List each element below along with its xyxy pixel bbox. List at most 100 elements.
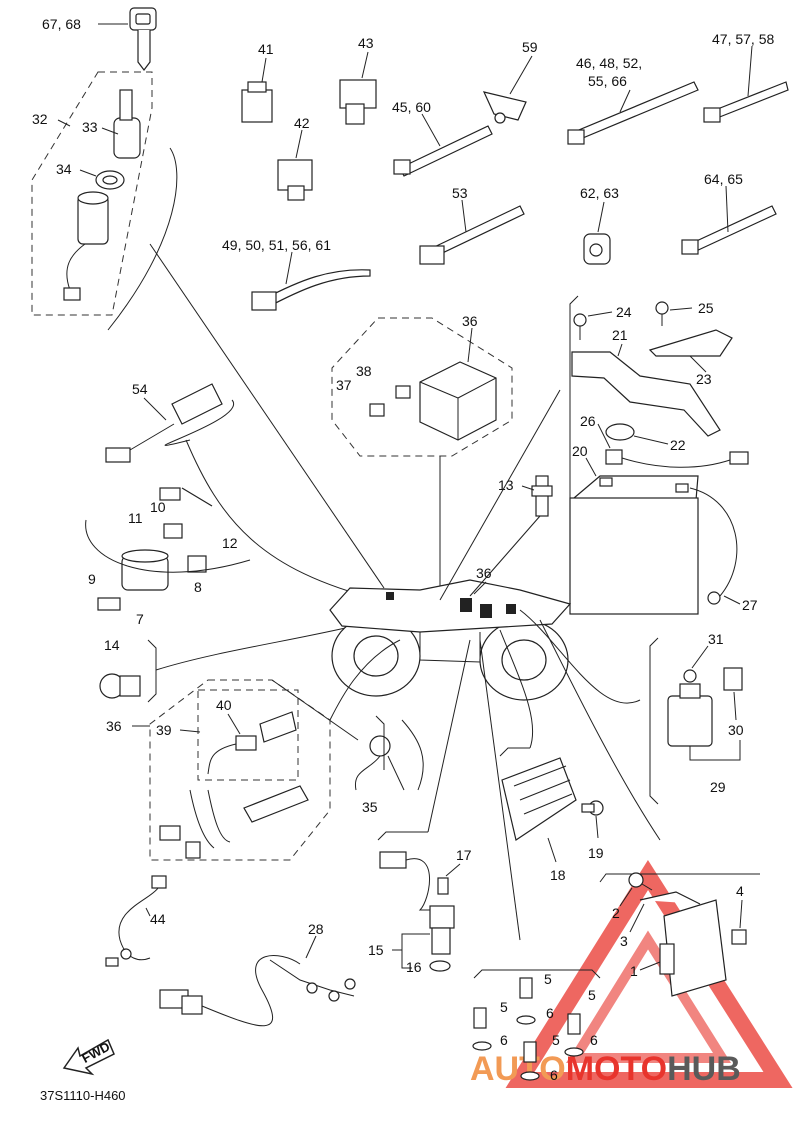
bolts-5	[473, 977, 581, 1063]
starter-relay	[667, 669, 713, 747]
battery-box	[419, 361, 497, 441]
label-39: 39	[156, 722, 172, 738]
label-17: 17	[456, 847, 472, 863]
label-16: 16	[406, 959, 422, 975]
watermark-hub: HUB	[667, 1050, 741, 1088]
label-55-66: 55, 66	[588, 73, 627, 89]
ecu-unit-1	[659, 899, 727, 997]
speed-sensor-15	[379, 851, 455, 972]
label-34: 34	[56, 161, 72, 177]
svg-text:AUTOMOTOHUB: AUTOMOTOHUB	[470, 1050, 741, 1088]
label-64-65: 64, 65	[704, 171, 743, 187]
cable-tie-53	[419, 205, 525, 265]
label-53: 53	[452, 185, 468, 201]
label-8: 8	[194, 579, 202, 595]
fuse-37	[369, 403, 385, 417]
label-10: 10	[150, 499, 166, 515]
cable-44	[105, 875, 167, 967]
diagram-code: 37S1110-H460	[40, 1088, 126, 1103]
label-37: 37	[336, 377, 352, 393]
label-38: 38	[356, 363, 372, 379]
connector-43	[339, 79, 377, 125]
label-15: 15	[368, 942, 384, 958]
washers-6	[472, 1015, 584, 1081]
lock-nut	[95, 170, 125, 190]
label-19: 19	[588, 845, 604, 861]
label-45-60: 45, 60	[392, 99, 431, 115]
label-11: 11	[128, 510, 143, 526]
spark-plug-13	[531, 475, 553, 517]
plug-cap-12	[181, 487, 213, 507]
rectifier-18	[501, 757, 577, 841]
watermark-moto: MOTO	[566, 1050, 667, 1088]
label-9: 9	[88, 571, 96, 587]
label-31: 31	[708, 631, 724, 647]
cable-26	[605, 449, 749, 468]
label-22: 22	[670, 437, 686, 453]
label-25: 25	[698, 300, 714, 316]
label-46-48-52: 46, 48, 52,	[576, 55, 642, 71]
key-part	[129, 7, 157, 71]
battery-20	[569, 475, 699, 615]
band-49-56-61	[251, 269, 371, 311]
cable-27	[689, 487, 738, 605]
main-switch-body	[63, 191, 109, 301]
label-23: 23	[696, 371, 712, 387]
clip-62-63	[583, 233, 611, 265]
fuse-30	[723, 667, 743, 691]
label-40: 40	[216, 697, 232, 713]
clamp-59	[482, 91, 527, 124]
label-20: 20	[572, 443, 588, 459]
watermark-logo: AUTOMOTOHUB	[470, 859, 793, 1088]
connector-4	[731, 929, 747, 945]
label-26: 26	[580, 413, 596, 429]
label-32: 32	[32, 111, 48, 127]
group-32-outline	[31, 71, 153, 316]
label-4: 4	[736, 883, 744, 899]
label-62-63: 62, 63	[580, 185, 619, 201]
bracket-3	[639, 891, 701, 905]
bolt-25	[655, 301, 669, 326]
fwd-arrow-icon	[62, 1038, 115, 1076]
cable-tie-46-48-52-55-66	[567, 81, 699, 145]
label-1: 1	[630, 963, 638, 979]
label-27: 27	[742, 597, 758, 613]
label-54: 54	[132, 381, 148, 397]
label-47-57-58: 47, 57, 58	[712, 31, 774, 47]
fuse-38	[395, 385, 411, 399]
label-12: 12	[222, 535, 238, 551]
bolt-8	[187, 555, 207, 573]
harness-28	[159, 955, 356, 1027]
cap-11	[159, 487, 181, 501]
label-5d: 5	[552, 1032, 560, 1048]
battery-band-23	[648, 329, 733, 357]
label-44: 44	[150, 911, 166, 927]
label-43: 43	[358, 35, 374, 51]
connector-41	[241, 81, 273, 123]
sensor-35	[354, 735, 405, 791]
label-28: 28	[308, 921, 324, 937]
cap-22	[605, 423, 635, 441]
label-36-harness: 36	[106, 718, 122, 734]
label-18: 18	[550, 867, 566, 883]
watermark-auto: AUTO	[470, 1050, 566, 1088]
label-21: 21	[612, 327, 628, 343]
label-5a: 5	[544, 971, 552, 987]
label-29: 29	[710, 779, 726, 795]
group-36-top-outline	[331, 317, 513, 457]
label-6a: 6	[546, 1005, 554, 1021]
label-24: 24	[616, 304, 632, 320]
group-39-outline	[197, 689, 299, 781]
cable-tie-47-57-58	[703, 81, 789, 123]
label-35: 35	[362, 799, 378, 815]
label-6d: 6	[550, 1067, 558, 1083]
battery-bracket-21	[571, 351, 721, 437]
label-6b: 6	[500, 1032, 508, 1048]
label-49-50-51-56-61: 49, 50, 51, 56, 61	[222, 237, 331, 253]
label-33: 33	[82, 119, 98, 135]
label-36-center: 36	[476, 565, 492, 581]
label-2: 2	[612, 905, 620, 921]
label-36-top: 36	[462, 313, 478, 329]
label-5b: 5	[500, 999, 508, 1015]
